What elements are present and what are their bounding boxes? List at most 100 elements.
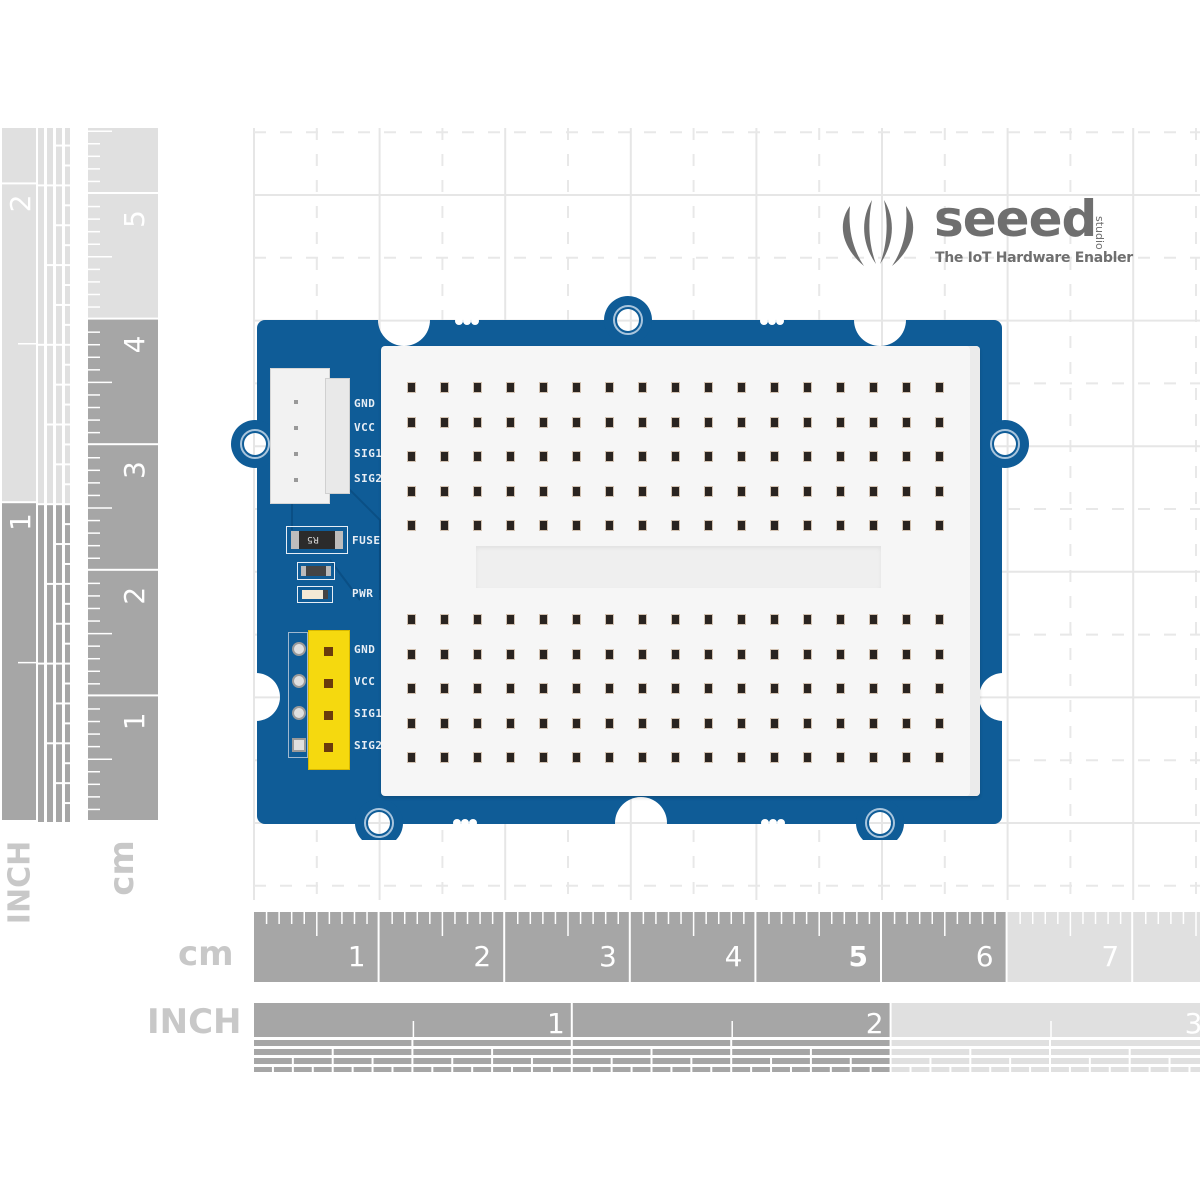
breadboard-hole[interactable] bbox=[737, 683, 746, 694]
breadboard-hole[interactable] bbox=[605, 485, 614, 497]
breadboard-hole[interactable] bbox=[935, 416, 944, 428]
breadboard-hole[interactable] bbox=[506, 382, 515, 393]
breadboard-hole[interactable] bbox=[572, 614, 581, 625]
breadboard-hole[interactable] bbox=[902, 451, 911, 462]
breadboard-hole[interactable] bbox=[572, 485, 581, 497]
breadboard-hole[interactable] bbox=[440, 717, 449, 729]
yellow-female-header[interactable] bbox=[308, 630, 350, 770]
breadboard-hole[interactable] bbox=[539, 520, 548, 531]
breadboard-hole[interactable] bbox=[407, 614, 416, 625]
breadboard-hole[interactable] bbox=[803, 683, 812, 694]
breadboard-hole[interactable] bbox=[605, 648, 614, 660]
breadboard-hole[interactable] bbox=[869, 717, 878, 729]
breadboard-hole[interactable] bbox=[539, 485, 548, 497]
breadboard-hole[interactable] bbox=[671, 451, 680, 462]
breadboard-hole[interactable] bbox=[737, 752, 746, 763]
breadboard-hole[interactable] bbox=[671, 520, 680, 531]
breadboard-hole[interactable] bbox=[605, 683, 614, 694]
breadboard-hole[interactable] bbox=[539, 752, 548, 763]
breadboard-hole[interactable] bbox=[836, 683, 845, 694]
breadboard-hole[interactable] bbox=[869, 614, 878, 625]
breadboard-hole[interactable] bbox=[704, 683, 713, 694]
breadboard-hole[interactable] bbox=[605, 382, 614, 393]
breadboard-hole[interactable] bbox=[869, 485, 878, 497]
breadboard-hole[interactable] bbox=[671, 382, 680, 393]
breadboard-hole[interactable] bbox=[836, 416, 845, 428]
breadboard-hole[interactable] bbox=[638, 752, 647, 763]
breadboard-hole[interactable] bbox=[704, 614, 713, 625]
breadboard-hole[interactable] bbox=[737, 717, 746, 729]
breadboard-hole[interactable] bbox=[836, 382, 845, 393]
breadboard-hole[interactable] bbox=[440, 648, 449, 660]
breadboard-hole[interactable] bbox=[869, 648, 878, 660]
breadboard-hole[interactable] bbox=[935, 451, 944, 462]
breadboard-hole[interactable] bbox=[869, 520, 878, 531]
breadboard-hole[interactable] bbox=[704, 382, 713, 393]
breadboard-hole[interactable] bbox=[506, 520, 515, 531]
breadboard-hole[interactable] bbox=[869, 451, 878, 462]
breadboard-hole[interactable] bbox=[605, 717, 614, 729]
breadboard-hole[interactable] bbox=[539, 451, 548, 462]
breadboard-hole[interactable] bbox=[803, 416, 812, 428]
breadboard-hole[interactable] bbox=[737, 614, 746, 625]
breadboard-hole[interactable] bbox=[473, 683, 482, 694]
breadboard-hole[interactable] bbox=[869, 416, 878, 428]
breadboard-hole[interactable] bbox=[704, 485, 713, 497]
breadboard-hole[interactable] bbox=[836, 614, 845, 625]
breadboard-hole[interactable] bbox=[572, 648, 581, 660]
breadboard-hole[interactable] bbox=[770, 648, 779, 660]
breadboard-hole[interactable] bbox=[770, 752, 779, 763]
breadboard-hole[interactable] bbox=[770, 485, 779, 497]
breadboard-hole[interactable] bbox=[473, 614, 482, 625]
breadboard-hole[interactable] bbox=[605, 416, 614, 428]
breadboard-hole[interactable] bbox=[638, 382, 647, 393]
breadboard-hole[interactable] bbox=[704, 451, 713, 462]
breadboard-hole[interactable] bbox=[539, 683, 548, 694]
breadboard-hole[interactable] bbox=[671, 717, 680, 729]
breadboard-hole[interactable] bbox=[737, 648, 746, 660]
breadboard-hole[interactable] bbox=[704, 520, 713, 531]
breadboard-hole[interactable] bbox=[473, 485, 482, 497]
breadboard-hole[interactable] bbox=[704, 648, 713, 660]
breadboard-hole[interactable] bbox=[935, 752, 944, 763]
breadboard-hole[interactable] bbox=[902, 717, 911, 729]
breadboard-hole[interactable] bbox=[935, 614, 944, 625]
breadboard-hole[interactable] bbox=[473, 648, 482, 660]
breadboard-hole[interactable] bbox=[671, 648, 680, 660]
breadboard-hole[interactable] bbox=[572, 752, 581, 763]
breadboard-hole[interactable] bbox=[869, 382, 878, 393]
breadboard-hole[interactable] bbox=[506, 752, 515, 763]
breadboard-hole[interactable] bbox=[572, 382, 581, 393]
breadboard-hole[interactable] bbox=[935, 382, 944, 393]
breadboard-hole[interactable] bbox=[440, 416, 449, 428]
breadboard-hole[interactable] bbox=[836, 451, 845, 462]
breadboard-hole[interactable] bbox=[638, 717, 647, 729]
breadboard-hole[interactable] bbox=[803, 382, 812, 393]
breadboard-hole[interactable] bbox=[539, 416, 548, 428]
breadboard-hole[interactable] bbox=[473, 416, 482, 428]
breadboard-hole[interactable] bbox=[407, 683, 416, 694]
breadboard-hole[interactable] bbox=[638, 683, 647, 694]
breadboard-hole[interactable] bbox=[836, 485, 845, 497]
breadboard-hole[interactable] bbox=[671, 416, 680, 428]
grove-connector[interactable] bbox=[270, 368, 350, 504]
breadboard-hole[interactable] bbox=[737, 382, 746, 393]
breadboard-hole[interactable] bbox=[902, 752, 911, 763]
breadboard-hole[interactable] bbox=[803, 648, 812, 660]
breadboard-hole[interactable] bbox=[638, 614, 647, 625]
breadboard-hole[interactable] bbox=[803, 752, 812, 763]
breadboard-hole[interactable] bbox=[506, 485, 515, 497]
breadboard-hole[interactable] bbox=[506, 648, 515, 660]
breadboard-hole[interactable] bbox=[902, 614, 911, 625]
breadboard-hole[interactable] bbox=[770, 717, 779, 729]
breadboard-hole[interactable] bbox=[704, 416, 713, 428]
breadboard-hole[interactable] bbox=[704, 752, 713, 763]
breadboard-hole[interactable] bbox=[737, 485, 746, 497]
breadboard-hole[interactable] bbox=[473, 382, 482, 393]
breadboard-hole[interactable] bbox=[935, 520, 944, 531]
breadboard-hole[interactable] bbox=[605, 752, 614, 763]
breadboard-hole[interactable] bbox=[440, 485, 449, 497]
breadboard-hole[interactable] bbox=[440, 752, 449, 763]
breadboard-hole[interactable] bbox=[671, 752, 680, 763]
breadboard-hole[interactable] bbox=[572, 416, 581, 428]
